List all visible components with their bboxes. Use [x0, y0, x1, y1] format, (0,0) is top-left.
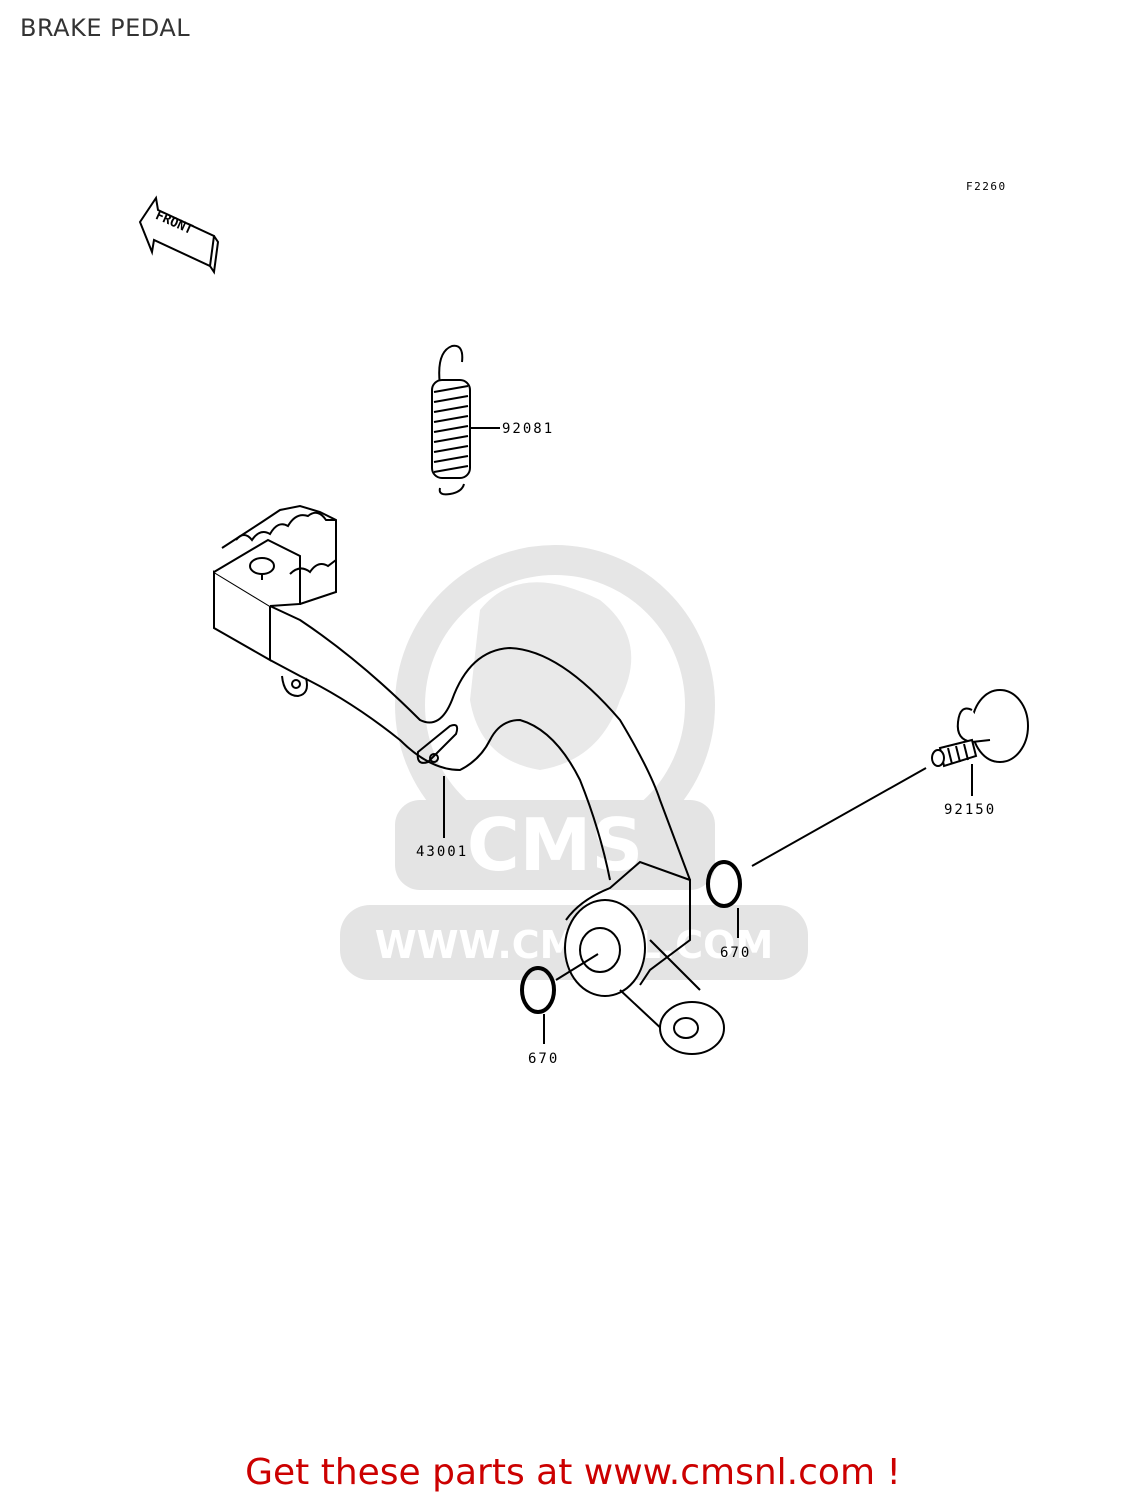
- part-label-92081: 92081: [502, 421, 554, 437]
- figure-code: F2260: [966, 180, 1007, 193]
- spring-part: [431, 344, 500, 496]
- o-ring-right-part: [706, 860, 742, 938]
- front-arrow-icon: FRONT: [138, 195, 220, 275]
- pivot-bolt-part: [751, 689, 1029, 867]
- part-label-670-right: 670: [720, 945, 751, 961]
- part-label-670-left: 670: [528, 1051, 559, 1067]
- brake-pedal-part: [213, 504, 725, 1055]
- page-title: BRAKE PEDAL: [20, 14, 191, 42]
- promo-footer-text[interactable]: Get these parts at www.cmsnl.com !: [245, 1452, 901, 1493]
- part-label-43001: 43001: [416, 844, 468, 860]
- part-label-92150: 92150: [944, 802, 996, 818]
- watermark-brand: CMS: [467, 803, 643, 887]
- o-ring-left-part: [520, 953, 599, 1044]
